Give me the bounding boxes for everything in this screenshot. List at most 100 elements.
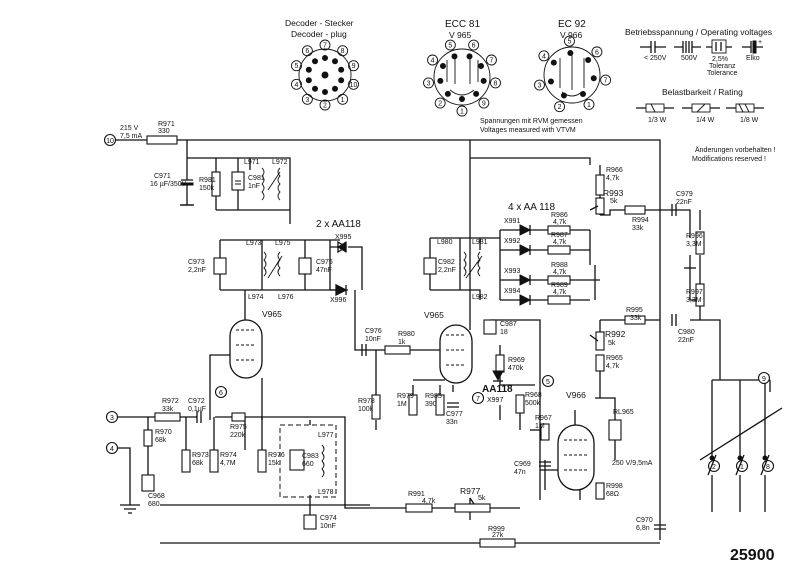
tube-v966-ec92 bbox=[557, 424, 595, 491]
terminal-label: 2 bbox=[712, 464, 716, 471]
ec92-pin-label: 3 bbox=[538, 83, 542, 90]
decoder-plug-pin-badge bbox=[291, 60, 302, 72]
ecc81-base-outline bbox=[433, 48, 491, 106]
capacitor-c970 bbox=[654, 524, 666, 530]
resistor-r971 bbox=[146, 135, 178, 145]
ecc81-pin-label: 2 bbox=[438, 101, 442, 108]
potentiometer-r977 bbox=[454, 503, 491, 513]
r997-value: 3,3M bbox=[686, 297, 702, 304]
decoder-plug-pin bbox=[338, 77, 345, 84]
ec92-pin-badge bbox=[538, 50, 550, 62]
terminal-3 bbox=[105, 410, 119, 424]
decoder-plug-pin bbox=[331, 85, 338, 92]
resistor-r988 bbox=[547, 275, 571, 285]
decoder-plug-pin-badge bbox=[337, 93, 349, 105]
resistor-r980 bbox=[384, 345, 411, 355]
r976-value: 15k bbox=[268, 460, 280, 467]
ec92-base-outline bbox=[543, 46, 601, 104]
ec92-pin bbox=[550, 59, 557, 66]
shield-can-l977 bbox=[279, 424, 337, 498]
x996-ref: X996 bbox=[330, 297, 346, 304]
r967-ref: R967 bbox=[535, 415, 552, 422]
vtvm-note-de: Spannungen mit RVM gemessen bbox=[480, 118, 583, 125]
terminal-label: 4 bbox=[110, 446, 114, 453]
r966-value: 4,7k bbox=[606, 175, 620, 182]
decoder-plug-pin-label: 5 bbox=[295, 63, 299, 70]
ec92-pin bbox=[580, 91, 586, 98]
ec92-ref-label: V 966 bbox=[560, 30, 582, 40]
v965a-ref: V965 bbox=[262, 309, 282, 319]
l974-ref: L974 bbox=[248, 294, 264, 301]
decoder-plug-pin-label: 10 bbox=[350, 82, 358, 89]
resistor-r998 bbox=[595, 482, 605, 500]
inductor-l977 bbox=[321, 444, 325, 478]
r998-ref: R998 bbox=[606, 483, 623, 490]
ec92-pin bbox=[567, 50, 574, 57]
capacitor-c974 bbox=[303, 514, 317, 530]
terminal-label: 10 bbox=[106, 138, 114, 145]
potentiometer-r993 bbox=[595, 197, 605, 215]
cap-symbol-tolerance bbox=[711, 39, 727, 54]
decoder-plug-pin-label: 7 bbox=[323, 43, 327, 50]
resistor-r989 bbox=[547, 295, 571, 305]
l972-ref: L972 bbox=[272, 159, 288, 166]
terminal-label: 6 bbox=[219, 390, 223, 397]
r999-value: 27k bbox=[492, 532, 504, 539]
r999-ref: R999 bbox=[488, 526, 505, 533]
ec92-pin-badge bbox=[564, 35, 575, 47]
ecc81-pin-badge bbox=[423, 77, 434, 89]
resistor-r986 bbox=[547, 225, 571, 235]
capacitor-c973 bbox=[213, 257, 227, 275]
l981-ref: L981 bbox=[472, 239, 488, 246]
c975-value: 47nF bbox=[316, 267, 332, 274]
supply-current-label: 7,5 mA bbox=[120, 133, 143, 140]
switch-actuator bbox=[699, 407, 783, 461]
cap-label-tolerance: 2,5% bbox=[712, 56, 728, 63]
inductor-l975 bbox=[277, 251, 281, 277]
r974-value: 4,7M bbox=[220, 460, 236, 467]
resistor-r965 bbox=[595, 354, 605, 372]
cap-label-elko: Elko bbox=[746, 55, 760, 62]
r981-ref: R981 bbox=[199, 177, 216, 184]
r986-value: 4,7k bbox=[553, 219, 567, 226]
r970-value: 68k bbox=[155, 437, 167, 444]
r988-ref: R988 bbox=[551, 262, 568, 269]
ecc81-pin-label: 8 bbox=[494, 80, 498, 87]
r987-ref: R987 bbox=[551, 232, 568, 239]
r996-value: 3,3M bbox=[686, 241, 702, 248]
c980-ref: C980 bbox=[678, 329, 695, 336]
r980-ref: R980 bbox=[398, 331, 415, 338]
resistor-r972 bbox=[154, 412, 181, 422]
r969-ref: R969 bbox=[508, 357, 525, 364]
c977-ref: C977 bbox=[446, 411, 463, 418]
diode-x997 bbox=[492, 370, 504, 382]
l978-ref: L978 bbox=[318, 489, 334, 496]
decoder-plug-outline bbox=[298, 48, 352, 102]
capacitor-c972 bbox=[196, 411, 202, 423]
terminal-5 bbox=[541, 374, 555, 388]
decoder-plug-pin-badge bbox=[348, 60, 359, 72]
resistor-r981 bbox=[211, 171, 221, 197]
capacitor-c977 bbox=[447, 402, 459, 408]
capacitor-c980 bbox=[671, 314, 677, 326]
cap-label-toleranz: Toleranz bbox=[709, 63, 736, 70]
r970-ref: R970 bbox=[155, 429, 172, 436]
cap-symbol-elko bbox=[742, 41, 763, 53]
c972-ref: C972 bbox=[188, 398, 205, 405]
l977-ref: L977 bbox=[318, 432, 334, 439]
cap-label-250v: < 250V bbox=[644, 55, 667, 62]
inductor-l980 bbox=[463, 251, 467, 277]
r973-ref: R973 bbox=[192, 452, 209, 459]
c982-value: 2,2nF bbox=[438, 267, 456, 274]
ec92-pin-label: 7 bbox=[604, 78, 608, 85]
r995-value: 33k bbox=[630, 315, 642, 322]
c968-value: 680 bbox=[148, 501, 160, 508]
r988-value: 4,7k bbox=[553, 269, 567, 276]
resistor-r973 bbox=[181, 449, 191, 473]
terminal-label: 9 bbox=[762, 376, 766, 383]
inductor-l971 bbox=[261, 167, 265, 201]
r966-ref: R966 bbox=[606, 167, 623, 174]
ecc81-pin bbox=[444, 90, 451, 97]
